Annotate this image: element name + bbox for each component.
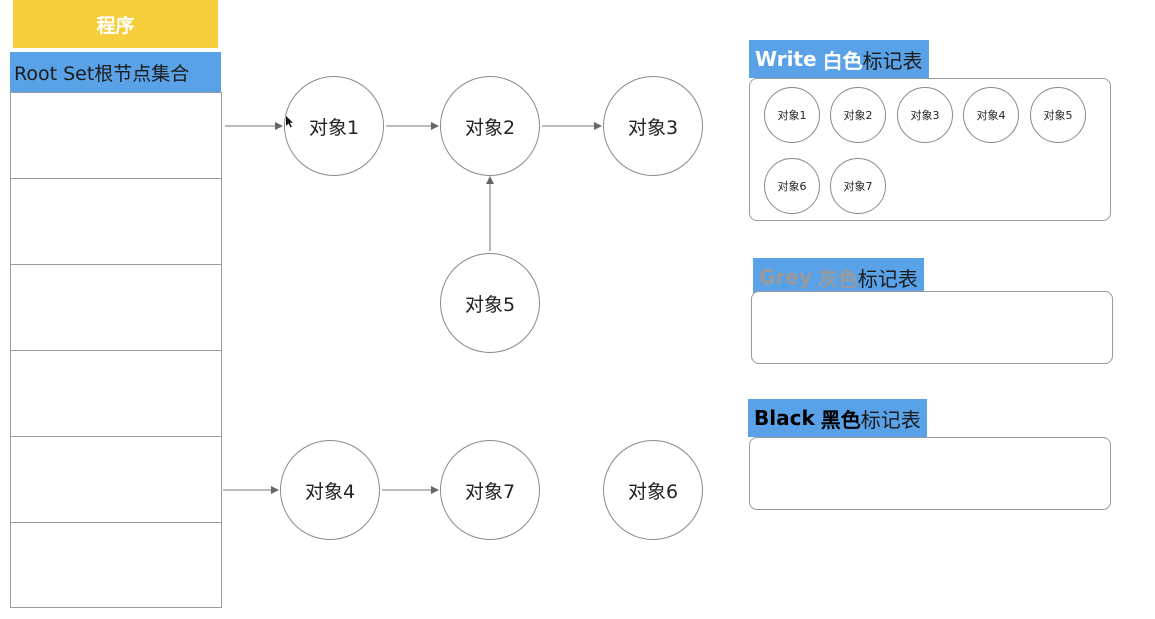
grey-table-title: Grey 灰色 标记表 xyxy=(753,258,924,296)
white-item: 对象6 xyxy=(764,158,820,214)
black-table-title: Black 黑色 标记表 xyxy=(748,399,927,437)
grey-table-title-rest: 标记表 xyxy=(857,266,918,291)
black-table-title-color: 黑色 xyxy=(820,407,861,432)
cursor-arrow-icon xyxy=(286,116,293,128)
white-item: 对象1 xyxy=(764,87,820,143)
root-set-row-3 xyxy=(11,265,221,351)
grey-table-title-color: 灰色 xyxy=(817,266,858,291)
black-table-title-rest: 标记表 xyxy=(860,407,921,432)
node-obj2: 对象2 xyxy=(440,76,540,176)
root-set-row-5 xyxy=(11,437,221,523)
white-item: 对象5 xyxy=(1030,87,1086,143)
node-obj1: 对象1 xyxy=(284,76,384,176)
white-item: 对象3 xyxy=(897,87,953,143)
node-obj5: 对象5 xyxy=(440,253,540,353)
root-set-row-4 xyxy=(11,351,221,437)
white-table-title-rest: 标记表 xyxy=(862,48,923,73)
grey-table-title-en: Grey xyxy=(759,265,812,289)
root-set-row-2 xyxy=(11,179,221,265)
node-obj4: 对象4 xyxy=(280,440,380,540)
node-obj7: 对象7 xyxy=(440,440,540,540)
white-table-title: Write 白色 标记表 xyxy=(749,40,929,78)
white-item: 对象2 xyxy=(830,87,886,143)
root-set-header: Root Set根节点集合 xyxy=(10,52,221,92)
root-set-table xyxy=(10,92,222,608)
white-table-box: 对象1 对象2 对象3 对象4 对象5 对象6 对象7 xyxy=(749,78,1111,221)
white-table-title-color: 白色 xyxy=(822,48,863,73)
black-table-title-en: Black xyxy=(754,406,815,430)
black-table-box xyxy=(749,437,1111,510)
grey-table-box xyxy=(751,291,1113,364)
root-set-row-1 xyxy=(11,93,221,179)
white-item: 对象7 xyxy=(830,158,886,214)
white-table-title-en: Write xyxy=(755,47,817,71)
program-header: 程序 xyxy=(13,0,218,48)
node-obj6: 对象6 xyxy=(603,440,703,540)
white-item: 对象4 xyxy=(963,87,1019,143)
node-obj3: 对象3 xyxy=(603,76,703,176)
